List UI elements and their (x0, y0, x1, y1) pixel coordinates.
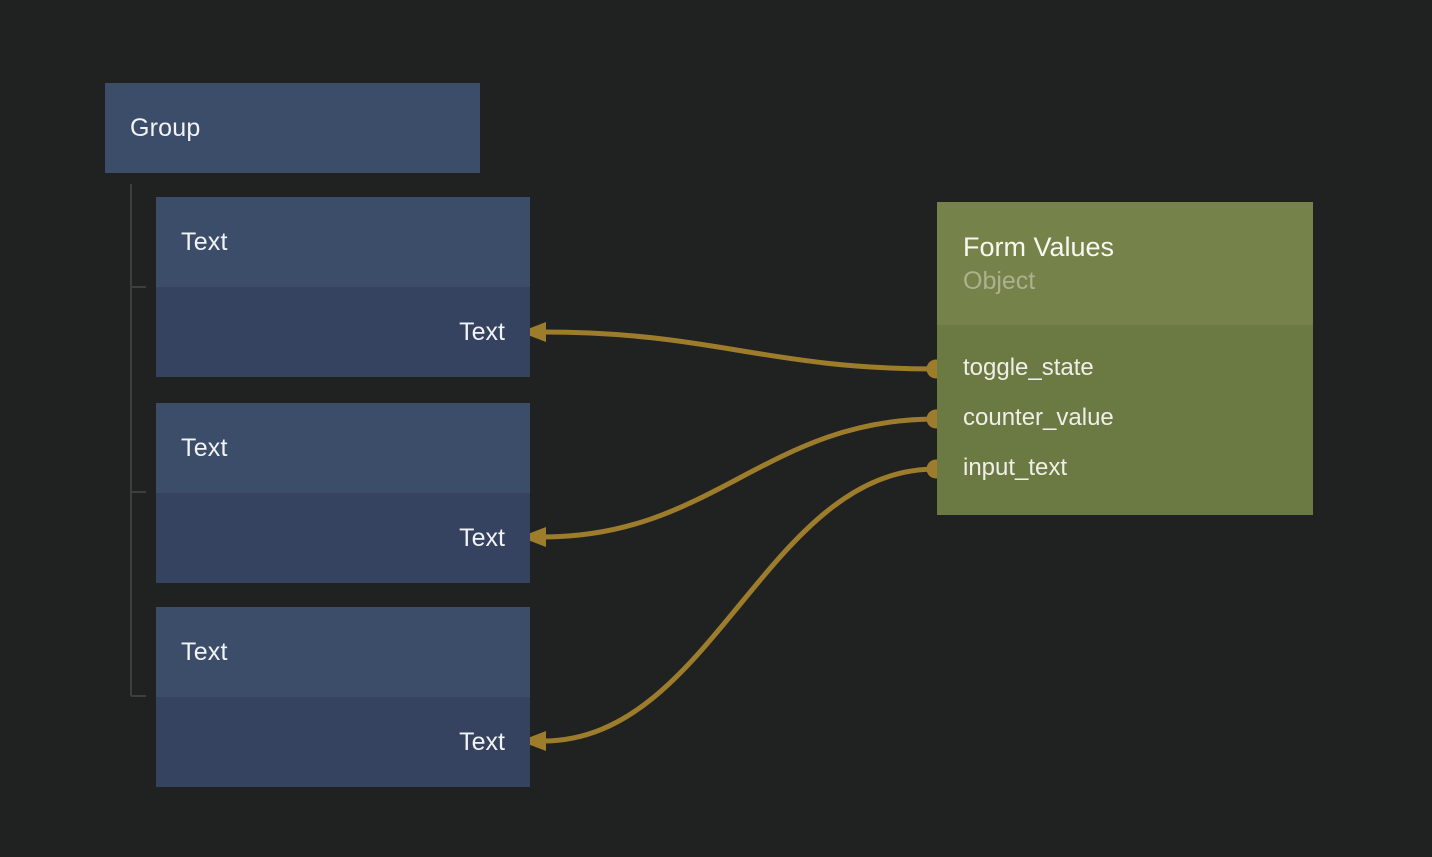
group-node[interactable]: Group (105, 83, 480, 173)
output-row-counter-value[interactable]: counter_value (937, 393, 1313, 443)
text-node-3-title: Text (181, 637, 228, 666)
text-node-3-header[interactable]: Text (156, 607, 530, 697)
form-values-header[interactable]: Form Values Object (937, 202, 1313, 325)
text-node-2-input-label: Text (459, 523, 505, 552)
text-node-2-header[interactable]: Text (156, 403, 530, 493)
form-values-subtitle: Object (963, 267, 1036, 295)
text-node-1-input-label: Text (459, 317, 505, 346)
output-row-input-text[interactable]: input_text (937, 443, 1313, 493)
text-node-1-header[interactable]: Text (156, 197, 530, 287)
text-node-2[interactable]: Text Text (156, 403, 530, 583)
connection-input-text[interactable] (542, 466, 937, 744)
text-node-2-body[interactable]: Text (156, 493, 530, 583)
connection-counter-value[interactable] (542, 416, 937, 540)
output-label-input-text: input_text (963, 454, 1068, 481)
text-node-1-title: Text (181, 227, 228, 256)
form-values-title: Form Values (963, 232, 1115, 262)
text-node-1-body[interactable]: Text (156, 287, 530, 377)
form-values-body[interactable]: toggle_state counter_value input_text (937, 325, 1313, 515)
form-values-node[interactable]: Form Values Object toggle_state counter_… (937, 202, 1313, 515)
group-tree-connector (130, 184, 146, 697)
text-node-3-body[interactable]: Text (156, 697, 530, 787)
text-node-1[interactable]: Text Text (156, 197, 530, 377)
output-label-toggle-state: toggle_state (963, 354, 1094, 381)
output-label-counter-value: counter_value (963, 404, 1114, 431)
output-row-toggle-state[interactable]: toggle_state (937, 343, 1313, 393)
connection-toggle-state[interactable] (542, 329, 937, 372)
text-node-3[interactable]: Text Text (156, 607, 530, 787)
text-node-3-input-label: Text (459, 727, 505, 756)
group-node-title: Group (130, 113, 201, 142)
text-node-2-title: Text (181, 433, 228, 462)
